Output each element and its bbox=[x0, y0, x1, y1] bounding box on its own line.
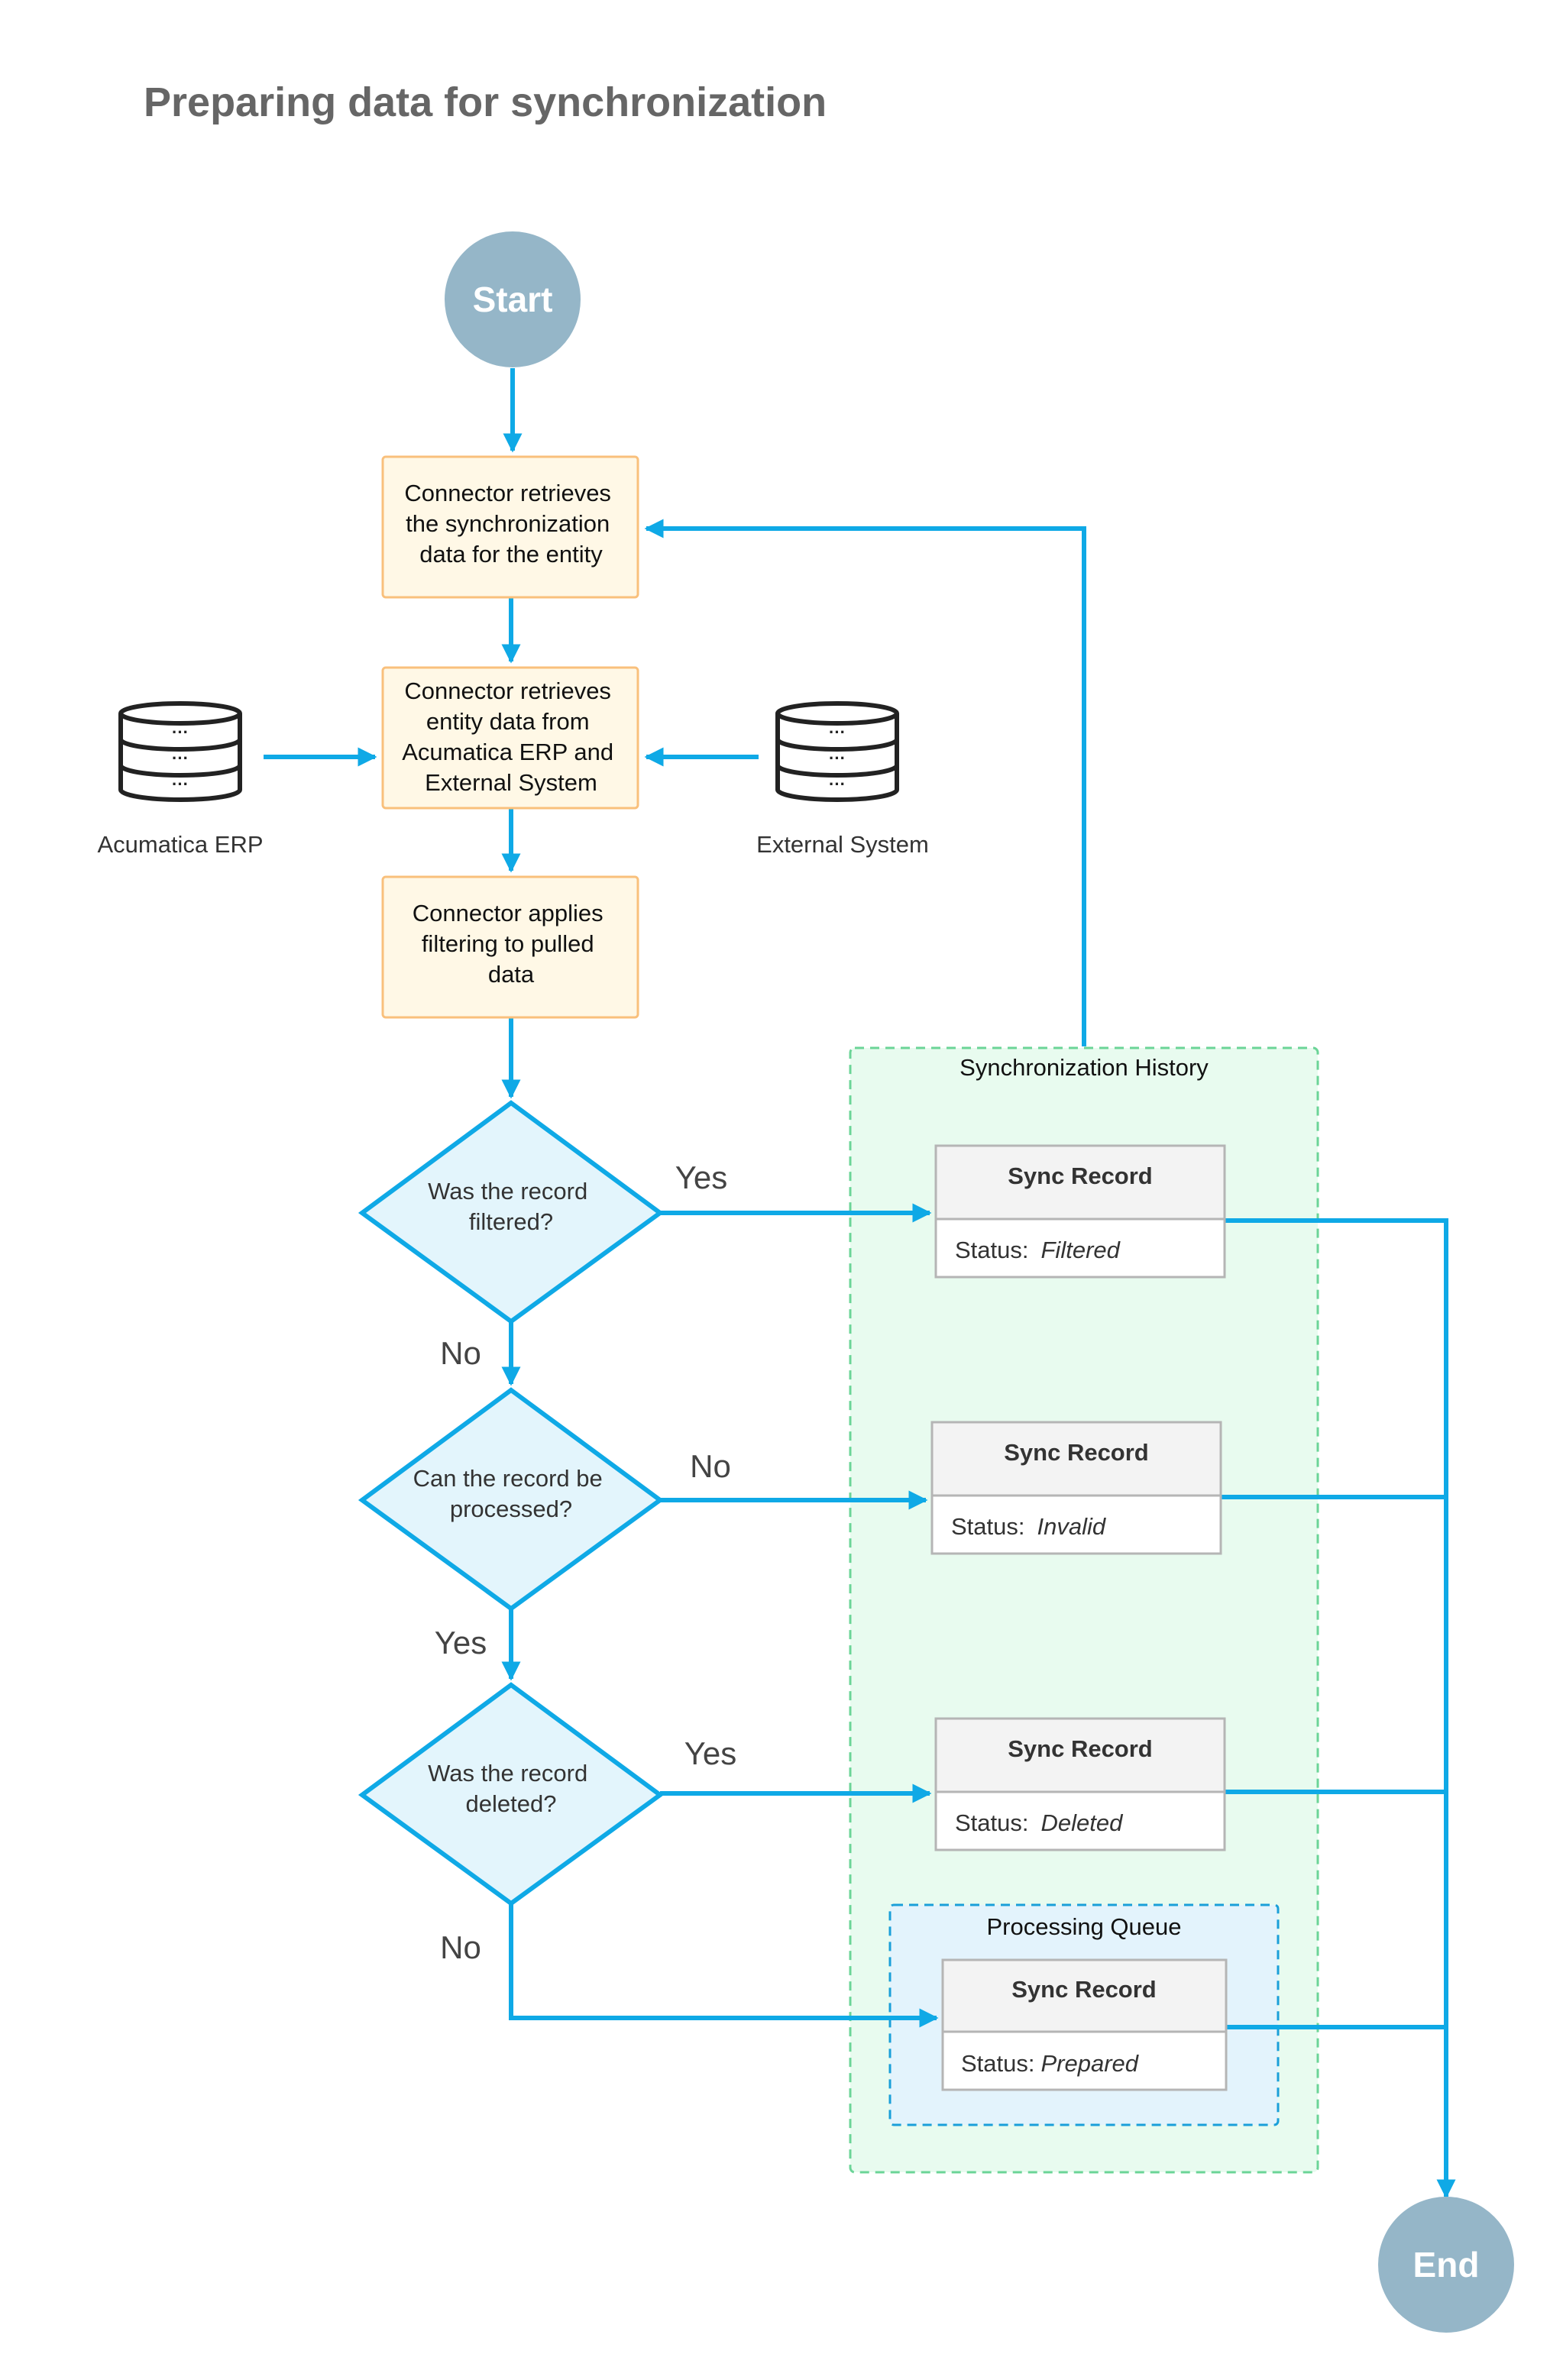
sync-record-status: Status: Deleted bbox=[955, 1809, 1124, 1836]
step-apply-filtering-line: filtering to pulled bbox=[422, 930, 594, 957]
svg-text:···: ··· bbox=[172, 749, 189, 768]
external-system-label: External System bbox=[756, 831, 929, 858]
start-node: Start bbox=[445, 231, 581, 367]
decision-filtered-text: Was the record filtered? bbox=[428, 1178, 594, 1235]
database-icon: ··· ··· ··· bbox=[118, 701, 242, 802]
decision-processed-line: Can the record be bbox=[413, 1465, 603, 1492]
svg-text:···: ··· bbox=[829, 749, 846, 768]
edge-label-processed-no: No bbox=[690, 1448, 731, 1484]
sync-record-status: Status: Invalid bbox=[951, 1513, 1107, 1540]
step-retrieve-entity-text: Connector retrieves entity data from Acu… bbox=[402, 677, 620, 796]
connectors bbox=[264, 368, 1456, 2199]
edge-to-end bbox=[1225, 1218, 1456, 2199]
end-node: End bbox=[1378, 2197, 1514, 2333]
acumatica-erp-label: Acumatica ERP bbox=[97, 831, 263, 858]
decision-deleted: Was the record deleted? bbox=[358, 1682, 665, 1906]
sync-record-header: Sync Record bbox=[1011, 1976, 1157, 2003]
step-retrieve-sync-text: Connector retrieves the synchronization … bbox=[404, 480, 617, 568]
edge-label-filtered-yes: Yes bbox=[675, 1159, 728, 1195]
sync-record-prepared: Sync Record Status:Prepared bbox=[941, 1958, 1228, 2091]
step-retrieve-entity-data: Connector retrieves entity data from Acu… bbox=[381, 666, 639, 810]
step-retrieve-entity-line: entity data from bbox=[426, 708, 590, 735]
status-label: Status: bbox=[955, 1809, 1029, 1836]
svg-text:···: ··· bbox=[172, 774, 189, 794]
synchronization-history-label: Synchronization History bbox=[959, 1054, 1209, 1081]
page-title: Preparing data for synchronization bbox=[144, 79, 827, 125]
sync-record-header: Sync Record bbox=[1008, 1163, 1153, 1189]
status-value: Filtered bbox=[1041, 1237, 1121, 1263]
processing-queue-label: Processing Queue bbox=[986, 1913, 1181, 1940]
status-value: Invalid bbox=[1037, 1513, 1107, 1540]
step-apply-filtering: Connector applies filtering to pulled da… bbox=[381, 875, 639, 1019]
edge-label-processed-yes: Yes bbox=[435, 1625, 487, 1661]
step-retrieve-entity-line: Acumatica ERP and bbox=[402, 739, 613, 765]
step-retrieve-sync-line: the synchronization bbox=[406, 510, 610, 537]
decision-deleted-line: deleted? bbox=[466, 1790, 557, 1817]
step-retrieve-entity-line: External System bbox=[425, 769, 597, 796]
decision-processed-text: Can the record be processed? bbox=[413, 1465, 610, 1522]
svg-text:···: ··· bbox=[829, 723, 846, 742]
decision-filtered-line: filtered? bbox=[469, 1208, 553, 1235]
status-label: Status: bbox=[955, 1237, 1029, 1263]
sync-record-status: Status:Prepared bbox=[961, 2050, 1140, 2077]
step-retrieve-sync-line: data for the entity bbox=[419, 541, 603, 568]
sync-record-header: Sync Record bbox=[1008, 1735, 1153, 1762]
svg-text:···: ··· bbox=[172, 723, 189, 742]
decision-filtered-line: Was the record bbox=[428, 1178, 587, 1205]
step-retrieve-sync-line: Connector retrieves bbox=[404, 480, 611, 506]
step-apply-filtering-line: data bbox=[488, 961, 535, 988]
step-apply-filtering-text: Connector applies filtering to pulled da… bbox=[413, 900, 610, 988]
sync-record-invalid: Sync Record Status: Invalid bbox=[930, 1421, 1222, 1555]
decision-deleted-text: Was the record deleted? bbox=[428, 1760, 594, 1817]
svg-text:···: ··· bbox=[829, 774, 846, 794]
edge-label-deleted-yes: Yes bbox=[684, 1735, 737, 1771]
sync-record-deleted: Sync Record Status: Deleted bbox=[934, 1717, 1226, 1851]
status-value: Deleted bbox=[1041, 1809, 1125, 1836]
end-label: End bbox=[1413, 2245, 1480, 2285]
edge-deleted-no bbox=[509, 1903, 939, 2028]
edge-history-to-retrieve-sync bbox=[644, 519, 1086, 1046]
edge-label-deleted-no: No bbox=[440, 1929, 481, 1965]
step-retrieve-sync-data: Connector retrieves the synchronization … bbox=[381, 455, 639, 599]
status-label: Status: bbox=[951, 1513, 1025, 1540]
sync-record-status: Status: Filtered bbox=[955, 1237, 1121, 1263]
step-retrieve-entity-line: Connector retrieves bbox=[404, 677, 611, 704]
decision-deleted-line: Was the record bbox=[428, 1760, 587, 1787]
decision-processed-line: processed? bbox=[450, 1496, 572, 1522]
decision-filtered: Was the record filtered? bbox=[358, 1100, 665, 1324]
synchronization-history-container: Synchronization History bbox=[849, 1046, 1319, 2174]
sync-record-filtered: Sync Record Status: Filtered bbox=[934, 1144, 1226, 1279]
status-value: Prepared bbox=[1041, 2050, 1140, 2077]
database-icon: ··· ··· ··· bbox=[775, 701, 899, 802]
decision-processed: Can the record be processed? bbox=[358, 1387, 665, 1612]
step-apply-filtering-line: Connector applies bbox=[413, 900, 604, 926]
start-label: Start bbox=[473, 280, 553, 319]
edge-label-filtered-no: No bbox=[440, 1335, 481, 1371]
status-label: Status: bbox=[961, 2050, 1035, 2077]
sync-record-header: Sync Record bbox=[1004, 1439, 1149, 1466]
